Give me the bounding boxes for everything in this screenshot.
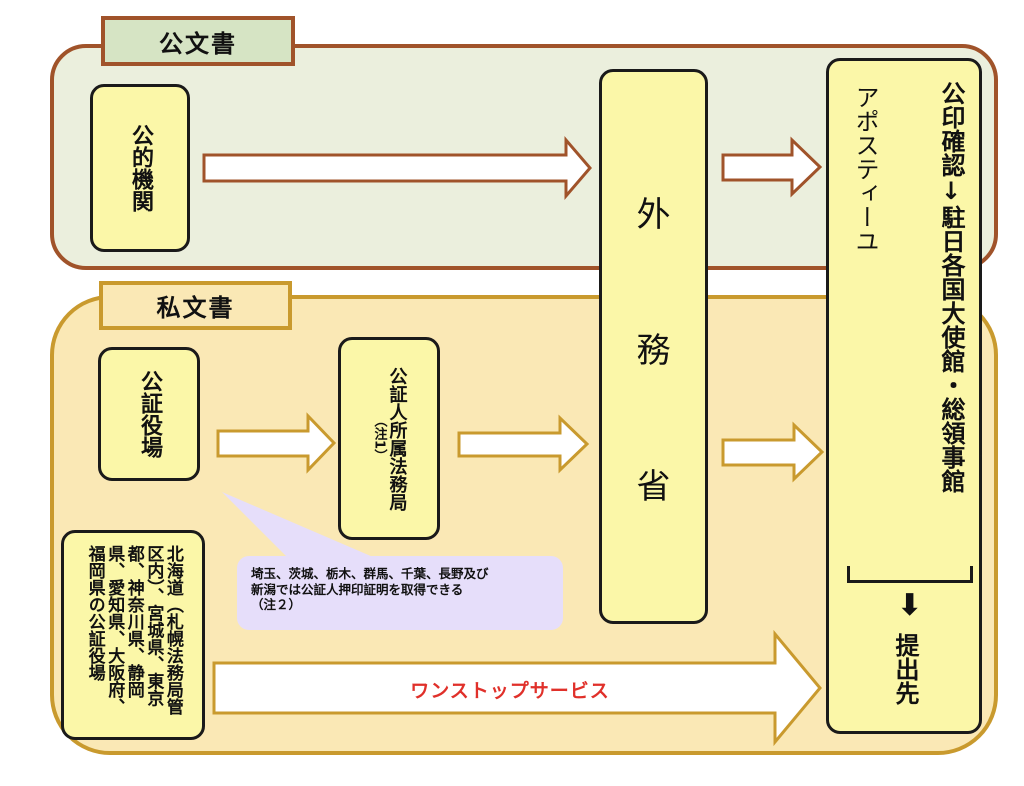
callout-line: 新潟では公証人押印証明を取得できる — [251, 581, 464, 597]
apostille-label: アポスティーユ — [851, 85, 879, 253]
arrow-mofa-to-apostille-private — [721, 421, 825, 483]
public-document-label: 公文書 — [159, 29, 237, 58]
notary-office-box: 公証役場 — [98, 347, 200, 481]
public-agency-box: 公的機関 — [90, 84, 190, 252]
bracket-divider — [847, 566, 973, 583]
mofa-box: 外 務 省 — [599, 69, 708, 624]
arrow-bureau-to-mofa — [457, 414, 590, 474]
arrow-public-to-mofa — [202, 135, 592, 201]
mofa-char: 省 — [636, 467, 671, 507]
legal-affairs-bureau-label: 公証人所属法務局 — [386, 366, 408, 511]
submission-destination-label: 提出先 — [891, 633, 919, 705]
callout-line: 埼玉、茨城、栃木、群馬、千葉、長野及び — [251, 566, 489, 581]
mofa-char: 外 — [636, 195, 671, 235]
note-2-callout: 埼玉、茨城、栃木、群馬、千葉、長野及び 新潟では公証人押印証明を取得できる （注… — [237, 556, 563, 630]
legal-affairs-bureau-box: 公証人所属法務局 （注1） — [338, 337, 440, 540]
arrow-onestop — [212, 629, 822, 747]
arrow-notary-to-bureau — [216, 412, 337, 474]
down-arrow-icon: ⬇ — [897, 588, 923, 623]
private-document-tab: 私文書 — [99, 281, 292, 330]
public-document-tab: 公文書 — [101, 16, 295, 66]
notary-office-label: 公証役場 — [137, 370, 162, 458]
onestop-notary-offices-box: 北海道（札幌法務局管区内）、宮城県、東京都、神奈川県、静岡県、愛知県、大阪府、福… — [61, 530, 205, 740]
destination-box: アポスティーユ 公印確認↓駐日各国大使館・総領事館 ⬇ 提出先 — [826, 58, 982, 734]
public-agency-label: 公的機関 — [128, 124, 153, 212]
callout-line: （注２） — [251, 597, 302, 613]
arrow-mofa-to-apostille-public — [721, 136, 823, 198]
onestop-service-label: ワンストップサービス — [410, 680, 610, 702]
mofa-char: 務 — [636, 331, 671, 371]
embassy-label: 公印確認↓駐日各国大使館・総領事館 — [937, 81, 965, 493]
private-document-label: 私文書 — [156, 294, 235, 322]
note-1-label: （注1） — [371, 414, 387, 463]
onestop-notary-offices-label: 北海道（札幌法務局管区内）、宮城県、東京都、神奈川県、静岡県、愛知県、大阪府、福… — [84, 545, 183, 715]
